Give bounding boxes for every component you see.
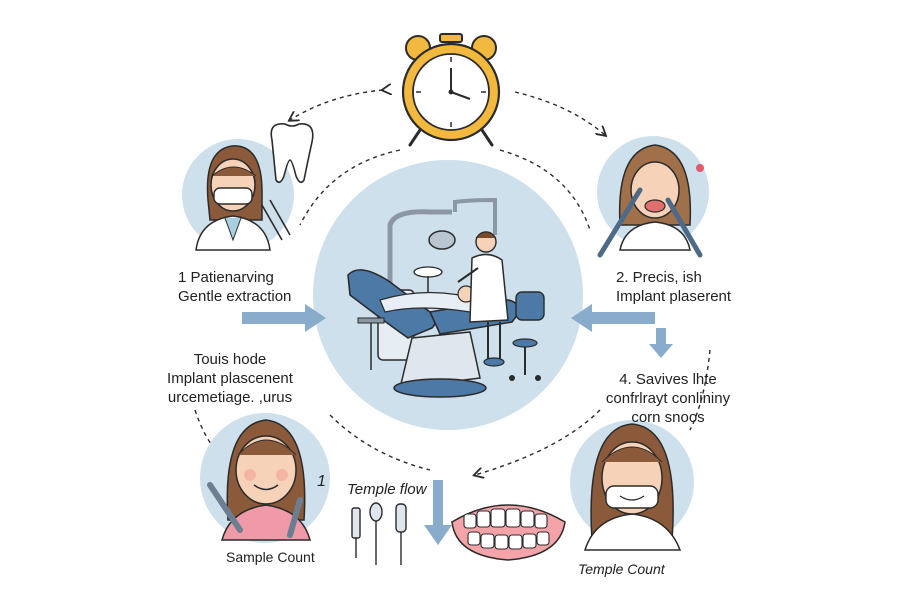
alarm-clock-icon [401,33,501,147]
caption-left: Sample Count [226,549,315,565]
arrow-right-down [649,328,673,358]
step-4-line-1: 4. Savives lhte [619,371,717,388]
step-4-label: 4. Savives lhte confrlrayt conlininy cor… [598,370,738,427]
connector-right-side [689,349,711,431]
assistant-with-tools-icon [200,413,330,543]
arrow-right-in [571,304,655,332]
cycle-connectors [194,90,711,475]
dental-chair-scene [313,160,583,430]
step-4-line-3: corn snoos [631,409,705,426]
arrow-left-in [242,304,326,332]
smiling-professional-icon [570,420,694,551]
flow-arrows [242,304,673,545]
step-4-line-2: confrlrayt conlininy [605,390,731,407]
step-1-label: 1 Patienarving Gentle extraction [178,268,291,306]
step-2-label: 2. Precis, ish Implant plaserent [616,268,731,306]
dentist-with-tooth-icon [182,123,314,251]
step-1-line-2: Gentle extraction [178,288,292,305]
flow-label: Temple flow [347,481,427,498]
step-1-line-1: 1 Patienarving [178,269,274,286]
connector-top-left [299,149,401,226]
teeth-smile-icon [451,504,566,561]
connector-clock-left [290,90,383,120]
caption-right: Temple Count [578,561,665,577]
step-3-line-1: Touis hode [193,351,267,368]
badge-number: 1 [317,473,326,490]
tooth-icon [270,123,314,184]
step-2-line-2: Implant plaserent [616,288,732,305]
step-3-line-2: Implant plascenent [167,370,293,387]
connector-clock-right [514,91,605,135]
connector-center-bottom [329,414,431,471]
connector-top-right [499,149,591,231]
step-3-label: Touis hode Implant plascenent urcemetiag… [160,350,300,407]
connector-right-bottom [475,409,601,475]
arrow-bottom-down [424,480,452,545]
step-2-line-1: 2. Precis, ish [616,269,702,286]
dental-instruments-icon [351,502,407,565]
patient-open-mouth-icon [597,136,709,258]
step-3-line-3: urcemetiage. ,urus [167,389,293,406]
